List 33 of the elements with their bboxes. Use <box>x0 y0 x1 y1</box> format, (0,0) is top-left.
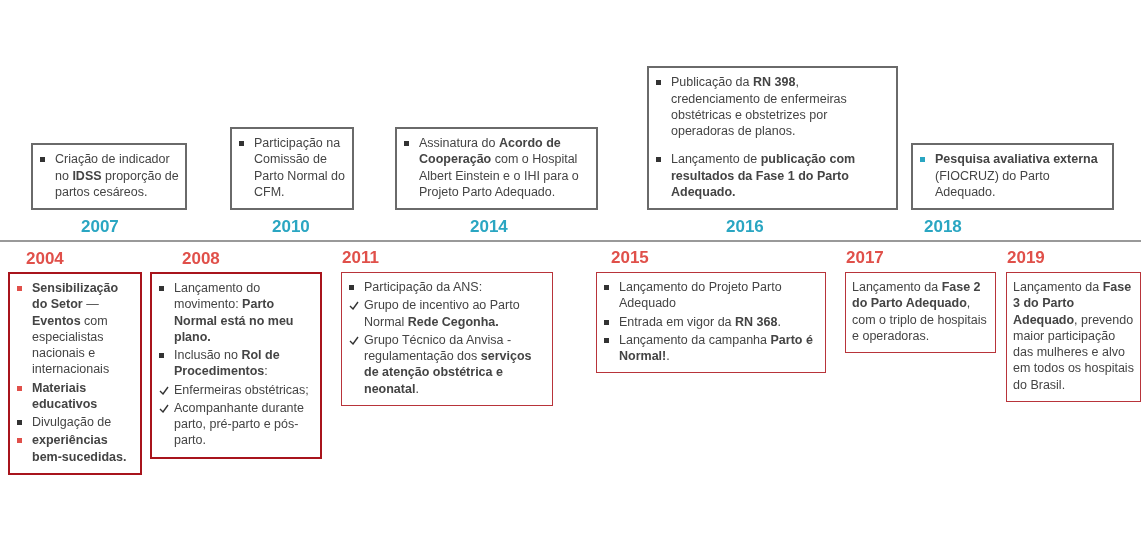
year-label: 2015 <box>611 247 649 269</box>
year-label: 2010 <box>272 216 310 238</box>
event-text: Lançamento do movimento: Parto Normal está no meu plano. <box>174 281 294 344</box>
event-text: experiências bem-sucedidas. <box>32 433 127 464</box>
event-text: Publicação da RN 398, credenciamento de enfermeiras obstétricas e obstetrizes por operadoras de planos. <box>671 75 847 138</box>
event-text: Materiais educativos <box>32 380 98 411</box>
event-text: Lançamento da Fase 3 do Parto Adequado, prevendo maior participação das mulheres e alvo em todos os hospitais do Brasil. <box>1013 280 1134 392</box>
year-label: 2008 <box>182 248 220 270</box>
event-text: Lançamento da campanha Parto é Normal!. <box>619 332 813 363</box>
year-label: 2011 <box>342 247 379 269</box>
event-text: Inclusão no Rol de Procedimentos: <box>174 348 280 379</box>
event-text: Grupo de incentivo ao Parto Normal Rede Cegonha. <box>364 298 520 329</box>
year-label: 2007 <box>81 216 119 238</box>
event-text: Entrada em vigor da RN 368. <box>619 314 781 329</box>
event-text: Criação de indicador no IDSS proporção de partos cesáreos. <box>55 152 179 199</box>
event-text: Lançamento de publicação com resultados da Fase 1 do Parto Adequado. <box>671 152 856 199</box>
event-text: Participação da ANS: <box>364 280 483 294</box>
year-label: 2019 <box>1007 247 1045 269</box>
event-text: Enfermeiras obstétricas; <box>174 382 309 397</box>
year-label: 2004 <box>26 248 64 270</box>
event-text: Assinatura do Acordo de Cooperação com o Hospital Albert Einstein e o IHI para o Projeto Parto Adequado. <box>419 136 579 199</box>
event-text: Divulgação de <box>32 415 112 429</box>
year-label: 2017 <box>846 247 884 269</box>
year-label: 2018 <box>924 216 962 238</box>
year-label: 2016 <box>726 216 764 238</box>
event-text: Participação na Comissão de Parto Normal do CFM. <box>254 136 345 199</box>
event-text: Lançamento do Projeto Parto Adequado <box>619 280 782 311</box>
event-text: Acompanhante durante parto, pré-parto e pós-parto. <box>174 400 304 448</box>
event-text: Pesquisa avaliativa externa (FIOCRUZ) do Parto Adequado. <box>935 152 1098 199</box>
year-label: 2014 <box>470 216 508 238</box>
event-text: Grupo Técnico da Anvisa - regulamentação dos serviços de atenção obstétrica e neonatal. <box>364 332 532 396</box>
event-text: Lançamento da Fase 2 do Parto Adequado, com o triplo de hospitais e operadoras. <box>852 280 987 343</box>
event-text: Sensibilização do Setor — Eventos com especialistas nacionais e internacionais <box>32 281 119 377</box>
